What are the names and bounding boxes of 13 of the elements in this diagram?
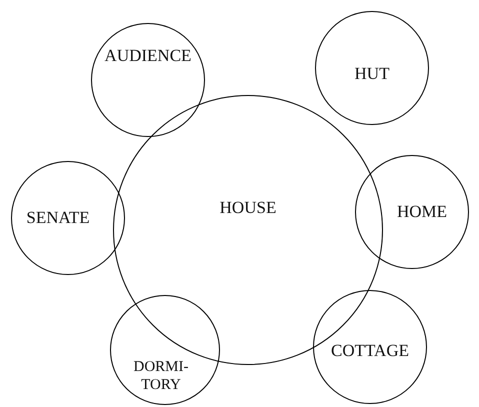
circle-label: COTTAGE	[331, 340, 409, 362]
circle-label: AUDIENCE	[104, 44, 192, 67]
circle-label: DORMI- TORY	[132, 358, 190, 394]
circle-label: HOUSE	[220, 196, 276, 219]
circle	[91, 23, 205, 137]
circle	[110, 295, 220, 405]
circle-label: HOME	[396, 200, 448, 223]
circle	[355, 155, 469, 269]
circle	[313, 290, 427, 404]
circle	[11, 161, 125, 275]
circle-label: SENATE	[26, 206, 90, 229]
circle	[315, 11, 429, 125]
circle-label: HUT	[354, 62, 390, 85]
